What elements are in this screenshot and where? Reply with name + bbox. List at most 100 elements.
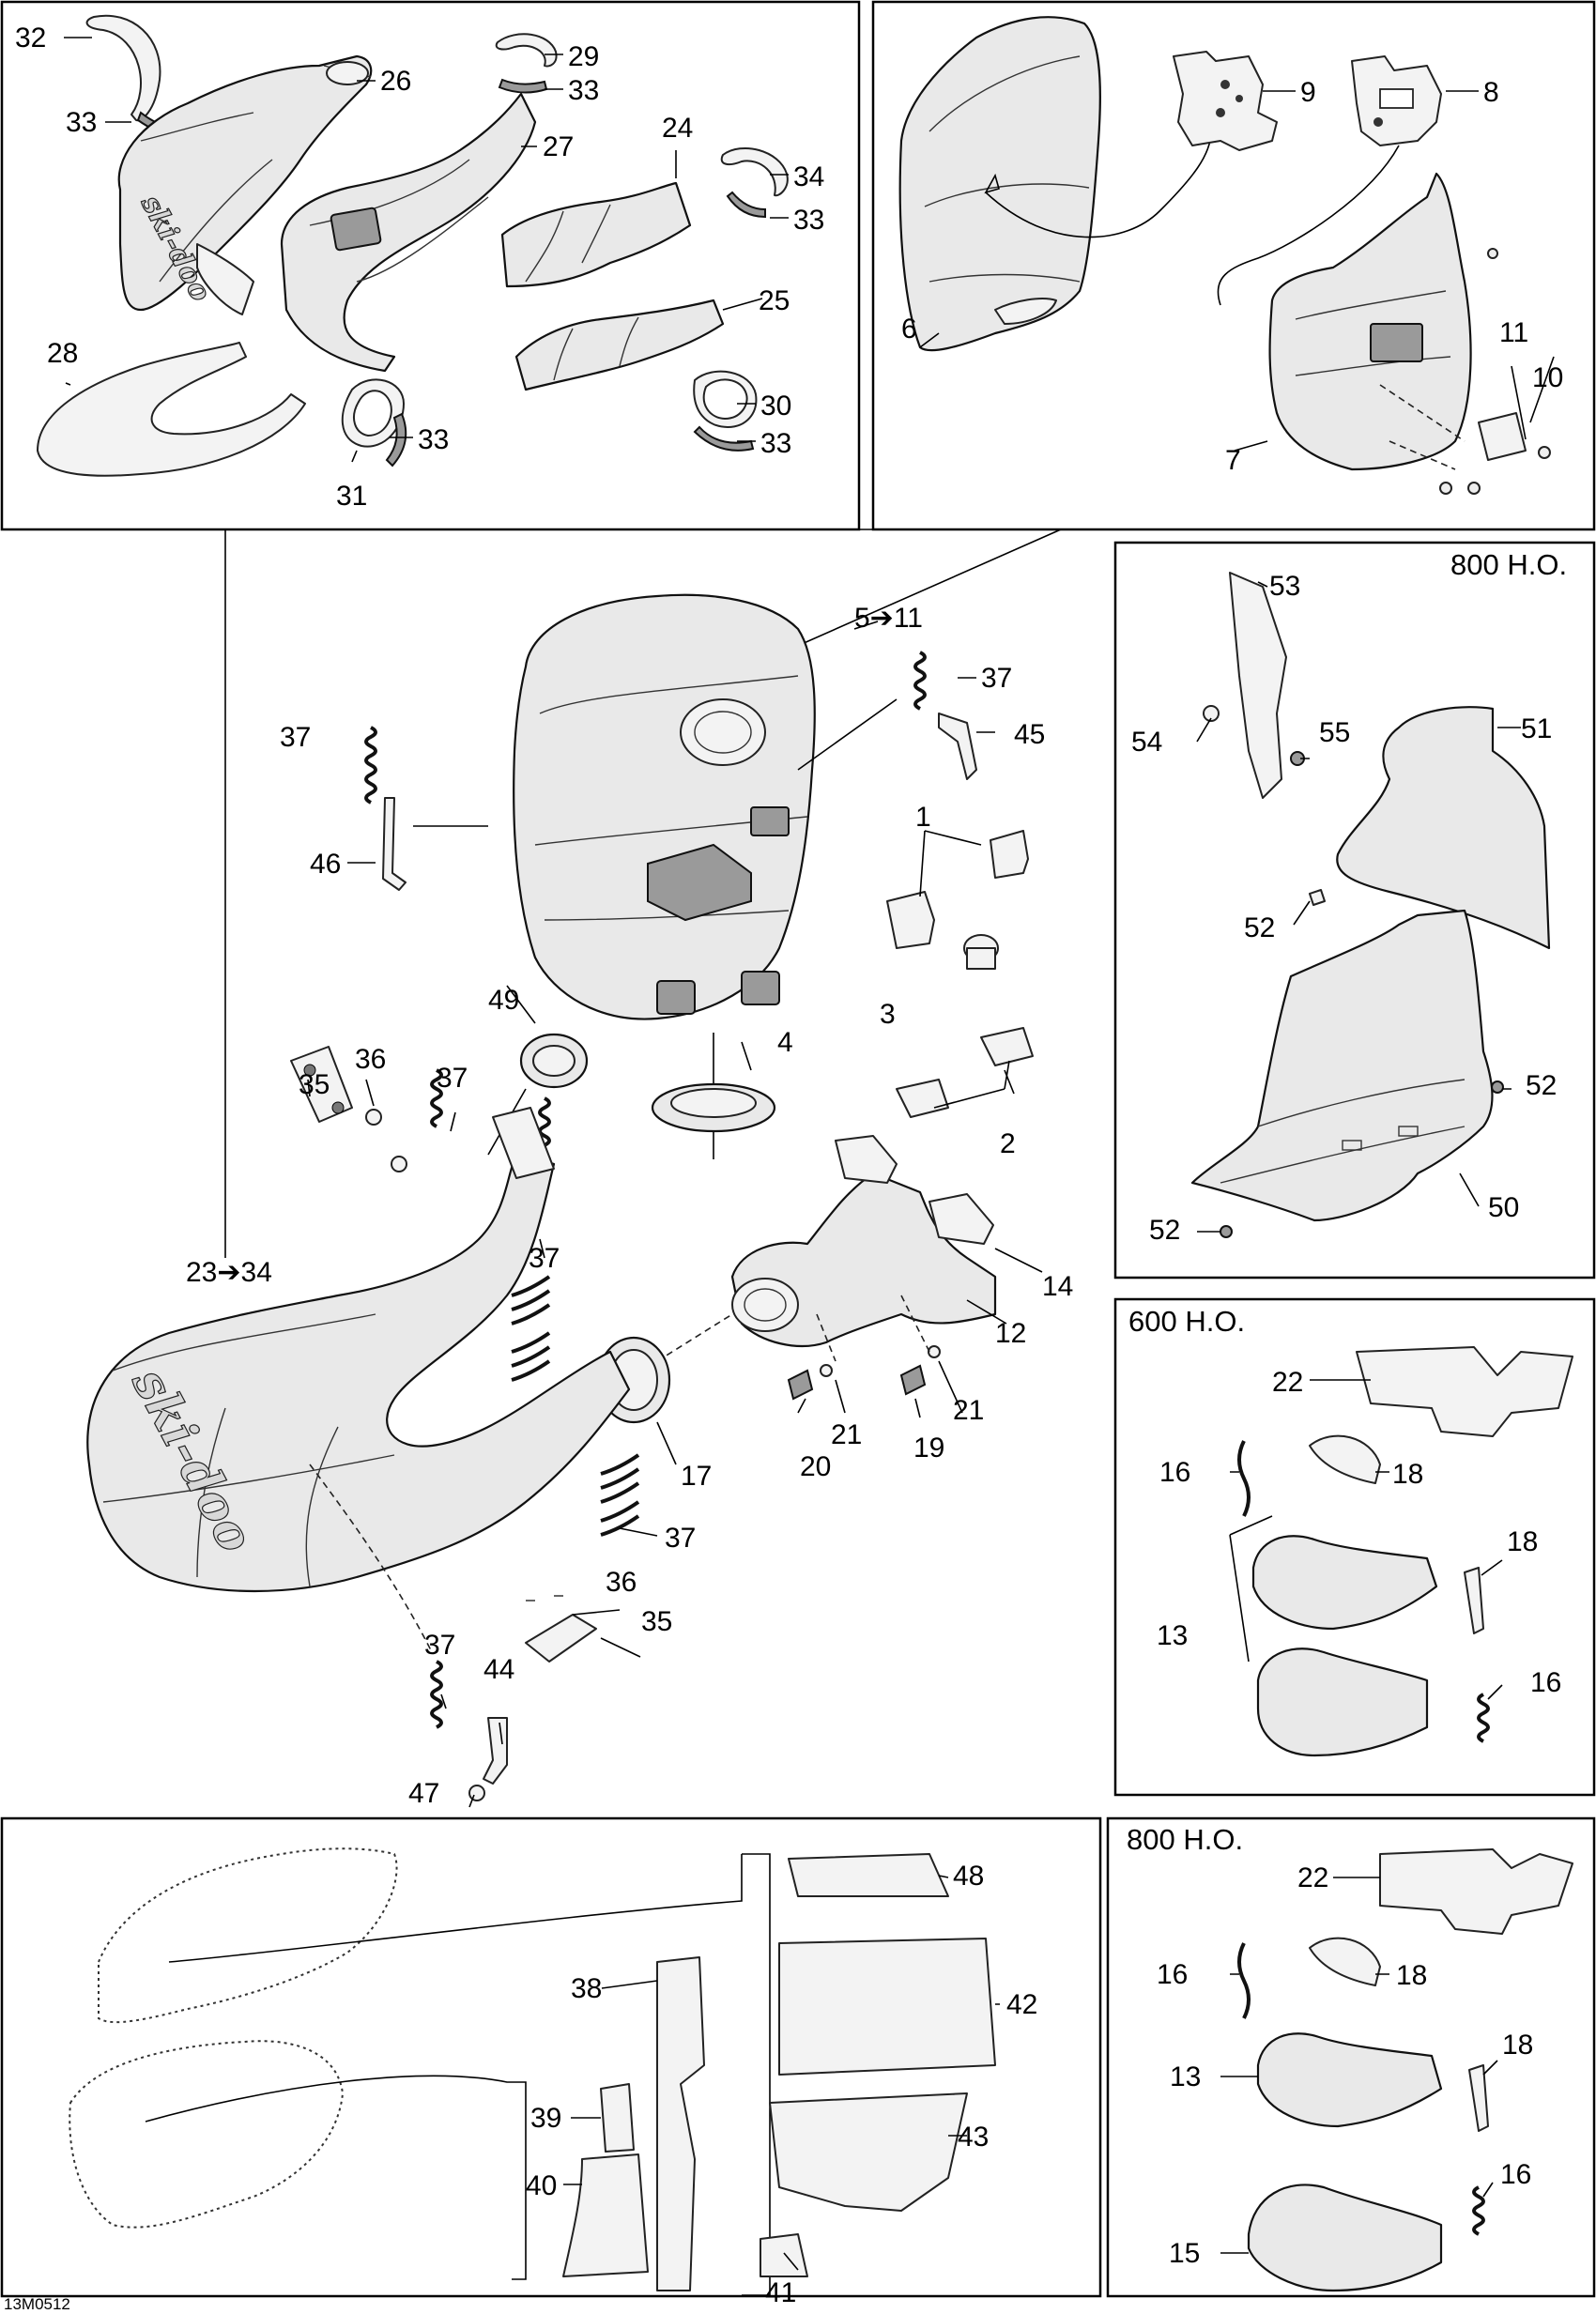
callout-49: 49 — [488, 985, 519, 1016]
callout-30: 30 — [760, 391, 791, 421]
ho800-shield-group — [1190, 572, 1551, 1238]
callout-18: 18 — [1502, 2030, 1533, 2061]
clamp-18c — [1309, 1937, 1381, 1986]
shield-50 — [1190, 909, 1494, 1222]
callout-5-to-11: 5➔11 — [854, 603, 923, 634]
callout-37: 37 — [437, 1063, 468, 1094]
spring-37-bottom — [430, 1660, 443, 1729]
shield-51 — [1336, 706, 1551, 950]
callout-33: 33 — [66, 107, 97, 138]
callout-53: 53 — [1269, 571, 1300, 602]
insulation-41 — [760, 2233, 808, 2277]
callout-45: 45 — [1014, 719, 1045, 750]
spring-16c — [1237, 1942, 1251, 2019]
pipe-cover-27 — [280, 92, 537, 373]
gasket-9 — [1173, 51, 1278, 151]
callout-22: 22 — [1297, 1862, 1328, 1893]
clamp-ring-29 — [495, 33, 558, 68]
nut-47 — [468, 1785, 485, 1801]
pipe-cover-25 — [514, 299, 725, 391]
bracket-45 — [938, 713, 977, 780]
callout-leaders — [64, 37, 1555, 2271]
callout-16: 16 — [1159, 1457, 1190, 1488]
callout-13: 13 — [1157, 1620, 1188, 1651]
callout-28: 28 — [47, 338, 78, 369]
clamp-ring-31 — [341, 378, 405, 448]
shield-53 — [1229, 572, 1287, 799]
callout-41: 41 — [765, 2277, 796, 2308]
spring-37-right2 — [600, 1500, 640, 1537]
callout-37: 37 — [424, 1630, 455, 1661]
mount-2b — [896, 1079, 949, 1118]
variant-label-800ho-top: 800 H.O. — [1450, 548, 1567, 581]
callout-36: 36 — [355, 1044, 386, 1075]
callout-21: 21 — [831, 1419, 862, 1450]
callout-16: 16 — [1500, 2159, 1531, 2190]
callout-37: 37 — [529, 1243, 560, 1274]
spring-16a — [1237, 1440, 1251, 1517]
rubber-mounts — [886, 830, 1034, 1118]
callout-22: 22 — [1272, 1367, 1303, 1398]
callout-39: 39 — [530, 2103, 561, 2134]
bracket-44 — [483, 1717, 508, 1785]
figure-id: 13M0512 — [4, 2295, 70, 2313]
ho800-bottom-group — [1237, 1848, 1573, 2292]
ho600-shield-group — [1229, 1346, 1573, 1757]
heat-shield-6 — [898, 16, 1101, 352]
insulation-22a — [1356, 1346, 1573, 1437]
callout-35: 35 — [641, 1606, 672, 1637]
callout-48: 48 — [953, 1861, 984, 1892]
tuned-pipe-insulation-group: ski-doo — [37, 14, 789, 477]
exhaust-springs — [364, 651, 977, 1729]
callout-44: 44 — [483, 1654, 514, 1685]
callout-34: 34 — [793, 161, 824, 192]
insulation-22b — [1379, 1848, 1573, 1935]
bolt-19 — [899, 1364, 927, 1396]
callout-32: 32 — [15, 23, 46, 54]
callout-38: 38 — [571, 1973, 602, 2004]
callout-33: 33 — [418, 424, 449, 455]
heat-shield-13a — [1251, 1535, 1438, 1631]
callout-47: 47 — [408, 1778, 439, 1809]
callout-54: 54 — [1131, 727, 1162, 758]
panel-top-left — [0, 0, 861, 531]
heat-shield-7 — [1268, 172, 1472, 471]
spring-37-left — [364, 726, 377, 805]
callout-46: 46 — [310, 849, 341, 880]
clamp-ring-30 — [693, 370, 758, 428]
heat-shield-15 — [1247, 2184, 1443, 2292]
hood-outline-upper — [98, 1847, 398, 2024]
callout-26: 26 — [380, 66, 411, 97]
callout-1: 1 — [915, 802, 931, 833]
callout-numbers: 32 33 26 29 33 27 24 34 33 25 28 33 30 3… — [4, 23, 1567, 2313]
callout-2: 2 — [1000, 1128, 1016, 1159]
mount-2a — [980, 1027, 1034, 1066]
variant-label-600ho: 600 H.O. — [1128, 1305, 1245, 1338]
hood-outline-lower — [69, 2040, 345, 2229]
cover-26-outlet — [326, 61, 369, 85]
callout-23-to-34: 23➔34 — [186, 1257, 272, 1288]
callout-50: 50 — [1488, 1192, 1519, 1223]
panel-top-right — [871, 0, 1596, 531]
flange-14b — [928, 1193, 994, 1245]
nut-52a — [1309, 889, 1326, 906]
spring-37-top — [913, 651, 927, 711]
bolt-54 — [1203, 705, 1220, 722]
panel-bottom-left — [0, 1816, 1102, 2298]
callout-18: 18 — [1507, 1526, 1538, 1557]
callout-3: 3 — [880, 999, 896, 1030]
insulation-40 — [562, 2153, 649, 2277]
clamp-18b — [1464, 1567, 1484, 1634]
callout-55: 55 — [1319, 717, 1350, 748]
clamp-ring-32 — [85, 14, 161, 122]
clips-and-studs — [290, 1046, 597, 1801]
variant-label-800ho-bottom: 800 H.O. — [1127, 1823, 1243, 1856]
bracket-46 — [382, 797, 407, 891]
callout-52: 52 — [1149, 1215, 1180, 1246]
callout-37: 37 — [981, 663, 1012, 694]
callout-16: 16 — [1157, 1959, 1188, 1990]
callout-19: 19 — [913, 1433, 944, 1463]
muffler-shield-group — [898, 16, 1551, 495]
panel-600ho-heat-shield — [1113, 1297, 1596, 1797]
callout-14: 14 — [1042, 1271, 1073, 1302]
